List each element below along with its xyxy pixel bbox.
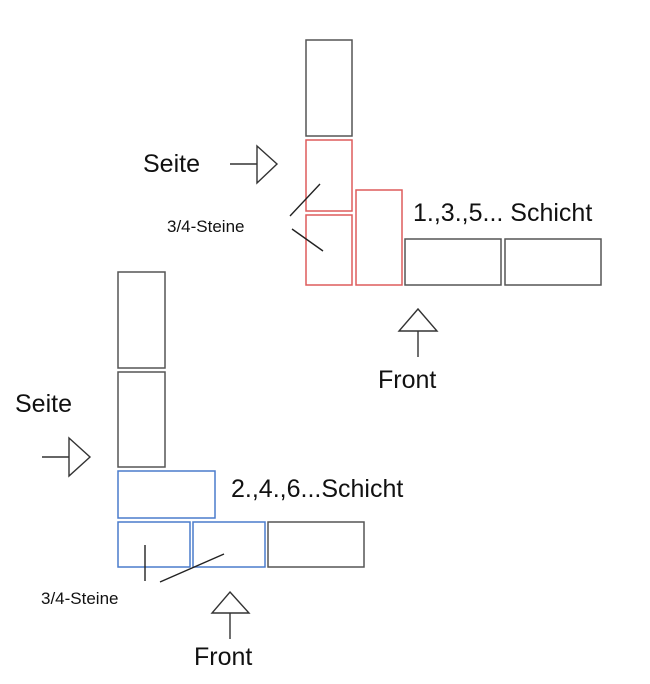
lower-brick-top-vertical	[117, 271, 166, 369]
upper-side-label: Seite	[143, 150, 200, 178]
lower-three-quarter-label: 3/4-Steine	[41, 589, 119, 608]
lower-side-arrow-icon	[42, 436, 92, 478]
lower-front-brick	[267, 521, 365, 568]
upper-brick-top-vertical	[305, 39, 353, 137]
lower-leader-lines	[144, 545, 225, 583]
upper-corner-brick-vertical	[355, 189, 403, 286]
upper-leader-lines	[289, 183, 324, 252]
lower-corner-brick-horizontal	[117, 470, 216, 519]
upper-three-quarter-label: 3/4-Steine	[167, 217, 245, 236]
upper-three-quarter-brick-2	[305, 214, 353, 286]
upper-front-brick-1	[404, 238, 502, 286]
upper-side-arrow-icon	[230, 144, 279, 185]
lower-front-label: Front	[194, 643, 252, 671]
lower-side-label: Seite	[15, 390, 72, 418]
lower-layer-label: 2.,4.,6...Schicht	[231, 475, 403, 503]
upper-diagram: Seite 3/4-Steine 1.,3.,5... Schicht Fron…	[143, 39, 602, 394]
upper-three-quarter-brick-1	[305, 139, 353, 212]
lower-three-quarter-brick-2	[192, 521, 266, 568]
lower-diagram: Seite 2.,4.,6...Schicht 3/4-Steine Front	[15, 271, 403, 671]
upper-layer-label: 1.,3.,5... Schicht	[413, 199, 592, 227]
upper-front-brick-2	[504, 238, 602, 286]
lower-brick-second-vertical	[117, 371, 166, 468]
upper-front-arrow-icon	[397, 307, 439, 357]
lower-front-arrow-icon	[210, 590, 251, 639]
lower-three-quarter-brick-1	[117, 521, 191, 568]
upper-front-label: Front	[378, 366, 436, 394]
